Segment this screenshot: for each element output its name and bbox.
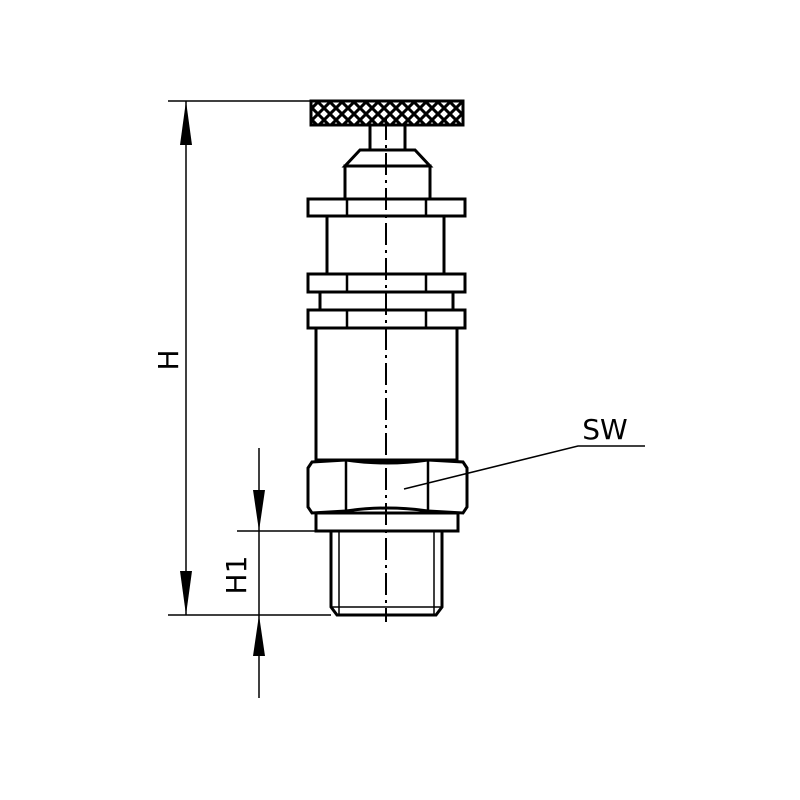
- stem: [368, 123, 407, 152]
- sw-leader-line: [403, 445, 645, 490]
- dimension-h1: [237, 448, 316, 698]
- hex-nut: [306, 458, 469, 515]
- label-sw: SW: [582, 413, 627, 446]
- cone: [341, 148, 434, 168]
- dimension-h: [168, 100, 331, 616]
- label-h1: H1: [220, 556, 253, 595]
- upper-body: [343, 164, 432, 201]
- label-h: H: [152, 349, 185, 370]
